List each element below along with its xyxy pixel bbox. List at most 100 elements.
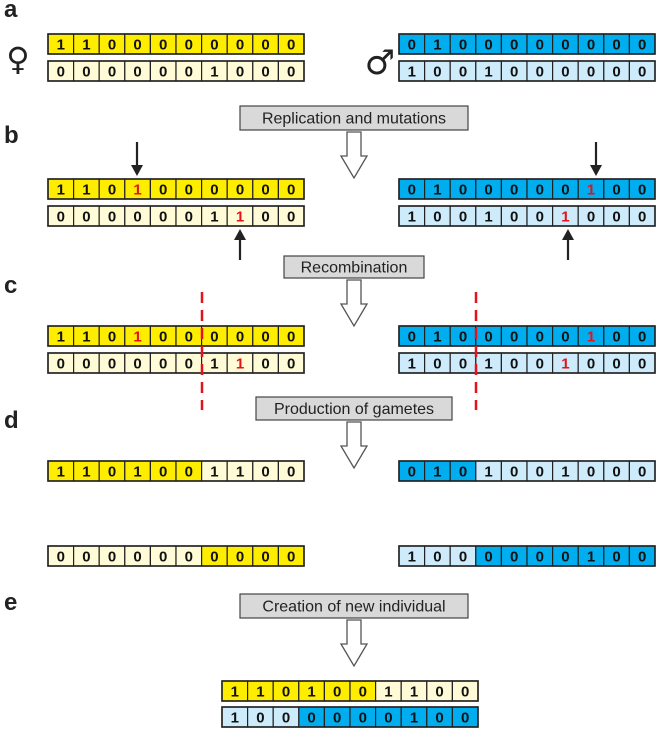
gene-value: 1 [408, 549, 416, 566]
gene-value: 0 [210, 182, 218, 199]
gene-value: 0 [359, 684, 367, 701]
mutation-arrow-down-icon [590, 142, 602, 176]
gene-value: 0 [408, 464, 416, 481]
gene-value: 1 [210, 464, 218, 481]
strand-outline [47, 60, 305, 82]
gene-value: 0 [484, 329, 492, 346]
gene-value: 0 [261, 37, 269, 54]
step-box [239, 105, 469, 131]
gene-value: 0 [536, 209, 544, 226]
gene-value: 0 [435, 710, 443, 727]
gene-value: 0 [159, 329, 167, 346]
gene-value: 0 [185, 356, 193, 373]
gene-value: 0 [57, 549, 65, 566]
gene-value: 0 [307, 710, 315, 727]
down-arrow-icon [339, 421, 369, 470]
gene-value: 0 [282, 684, 290, 701]
gene-value: 1 [433, 37, 441, 54]
gene-value: 1 [82, 464, 90, 481]
gene-value: 0 [261, 464, 269, 481]
gene-value: 1 [433, 329, 441, 346]
gene-value: 0 [82, 356, 90, 373]
gene-value: 0 [82, 209, 90, 226]
strand-outline [398, 60, 656, 82]
gene-value: 0 [510, 329, 518, 346]
gene-value: 1 [587, 182, 595, 199]
down-arrow-icon [339, 131, 369, 180]
gene-value: 0 [287, 182, 295, 199]
female-symbol-icon: ♀ [6, 40, 29, 78]
gene-value: 0 [459, 356, 467, 373]
gene-value: 0 [459, 329, 467, 346]
gene-value: 0 [612, 464, 620, 481]
gene-value: 0 [561, 182, 569, 199]
gene-value: 1 [410, 684, 418, 701]
gene-value: 0 [282, 710, 290, 727]
gene-value: 1 [561, 464, 569, 481]
gene-value: 0 [57, 209, 65, 226]
male-symbol-icon: ♂ [365, 43, 395, 83]
gene-value: 0 [484, 549, 492, 566]
step-label: Production of gametes [274, 401, 434, 418]
strand-outline [398, 178, 656, 200]
strand-outline [47, 352, 305, 374]
gene-value: 0 [433, 549, 441, 566]
arrow-layer: Replication and mutationsRecombinationPr… [131, 105, 602, 668]
gene-value: 1 [384, 684, 392, 701]
gene-value: 0 [57, 356, 65, 373]
step-recombination: Recombination [283, 255, 425, 328]
gene-value: 0 [536, 64, 544, 81]
gene-value: 0 [536, 37, 544, 54]
panel-label-e: e [4, 589, 17, 616]
gene-value: 0 [287, 329, 295, 346]
strand-outline [398, 460, 656, 482]
gene-value: 0 [384, 710, 392, 727]
gene-value: 1 [133, 329, 141, 346]
gene-value: 1 [410, 710, 418, 727]
gene-value: 1 [433, 464, 441, 481]
gene-value: 0 [510, 549, 518, 566]
gene-value: 0 [408, 182, 416, 199]
gene-value: 0 [108, 37, 116, 54]
gene-value: 0 [459, 37, 467, 54]
gene-value: 0 [185, 209, 193, 226]
gene-value: 0 [510, 37, 518, 54]
gene-value: 1 [57, 464, 65, 481]
gene-value: 0 [638, 356, 646, 373]
gene-value: 0 [159, 64, 167, 81]
gene-value: 0 [510, 182, 518, 199]
gene-value: 0 [612, 356, 620, 373]
gene-value: 0 [510, 209, 518, 226]
gene-value: 0 [185, 64, 193, 81]
panel-label-b: b [4, 122, 19, 149]
gene-value: 0 [612, 64, 620, 81]
gene-value: 1 [236, 356, 244, 373]
gene-value: 0 [461, 710, 469, 727]
gene-value: 0 [612, 37, 620, 54]
gene-value: 0 [159, 549, 167, 566]
step-new_individual: Creation of new individual [239, 593, 469, 668]
gene-value: 0 [612, 549, 620, 566]
gene-value: 1 [133, 464, 141, 481]
gene-value: 1 [236, 209, 244, 226]
gene-value: 0 [510, 356, 518, 373]
gene-value: 0 [561, 64, 569, 81]
strand-outline [398, 545, 656, 567]
gene-value: 0 [159, 37, 167, 54]
gene-value: 1 [408, 356, 416, 373]
gene-value: 0 [159, 356, 167, 373]
gene-value: 1 [231, 710, 239, 727]
